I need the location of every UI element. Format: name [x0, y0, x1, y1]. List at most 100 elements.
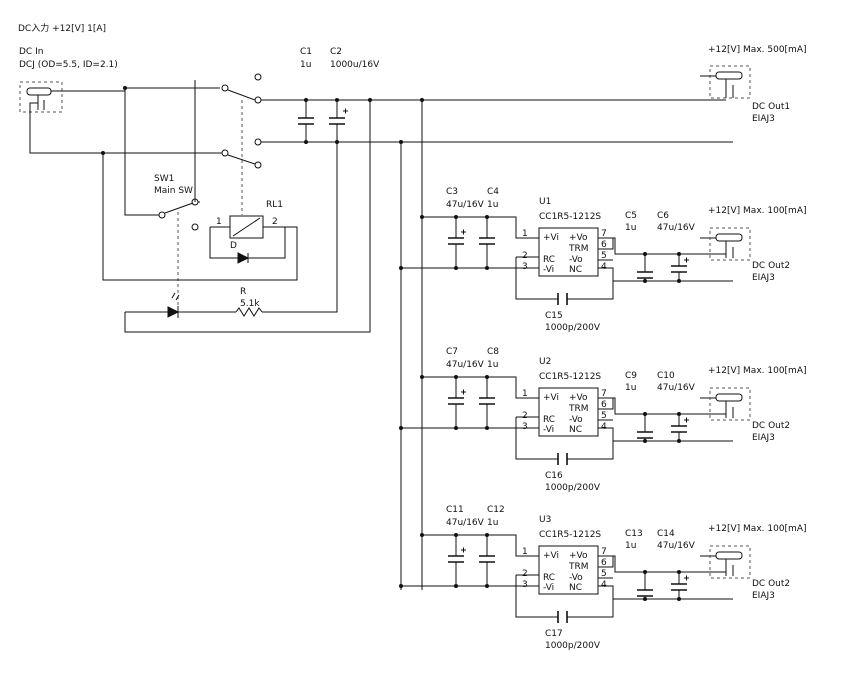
- cout-elec-val: 47u/16V: [657, 223, 696, 233]
- cout-cer-ref: C9: [625, 371, 637, 381]
- cin-elec-val: 47u/16V: [446, 518, 485, 528]
- dc-out1-spec: +12[V] Max. 500[mA]: [708, 45, 807, 55]
- relay-pin1: 1: [216, 217, 222, 227]
- cy-val: 1000p/200V: [545, 641, 601, 651]
- cy-ref: C16: [545, 471, 563, 481]
- out-name: DC Out2: [752, 261, 790, 271]
- pin-name-trm: TRM: [568, 404, 589, 414]
- out-spec: +12[V] Max. 100[mA]: [708, 366, 807, 376]
- power-switch: [101, 73, 700, 215]
- pin-num-5: 5: [601, 411, 607, 421]
- module-ref: U3: [539, 515, 551, 525]
- relay-pin2: 2: [272, 217, 278, 227]
- pin-num-1: 1: [522, 229, 528, 239]
- pin-num-7: 7: [601, 229, 607, 239]
- module-ref: U1: [539, 197, 551, 207]
- module-ref: U2: [539, 357, 551, 367]
- pin-num-1: 1: [522, 547, 528, 557]
- cin-elec-ref: C3: [446, 187, 458, 197]
- pin-num-7: 7: [601, 547, 607, 557]
- dc-out1: +12[V] Max. 500[mA] DC Out1 EIAJ3: [700, 45, 807, 143]
- pin-name-nc: NC: [569, 425, 582, 435]
- dc-out1-type: EIAJ3: [752, 114, 775, 124]
- pin-num-3: 3: [522, 422, 528, 432]
- led-and-resistor: R 5.1k: [124, 100, 371, 333]
- cout-elec-val: 47u/16V: [657, 541, 696, 551]
- pin-name-plus-vo: +Vo: [569, 393, 588, 403]
- cout-cer-ref: C13: [625, 529, 643, 539]
- pin-name-minus-vo: -Vo: [569, 415, 583, 425]
- cy-val: 1000p/200V: [545, 483, 601, 493]
- sw1-ref: SW1: [154, 174, 174, 184]
- cout-elec-ref: C10: [657, 371, 675, 381]
- module-body: [538, 545, 599, 595]
- pin-num-2: 2: [522, 569, 528, 579]
- module-part: CC1R5-1212S: [539, 530, 601, 540]
- pin-name-plus-vo: +Vo: [569, 551, 588, 561]
- pin-name-rc: RC: [543, 415, 555, 425]
- cin-cer-val: 1u: [487, 200, 498, 210]
- cout-cer-val: 1u: [625, 541, 636, 551]
- cy-ref: C17: [545, 629, 563, 639]
- pin-num-6: 6: [601, 400, 607, 410]
- c2-ref: C2: [330, 47, 342, 57]
- cout-elec-ref: C6: [657, 211, 669, 221]
- pin-name-minus-vi: -Vi: [543, 583, 554, 593]
- resistor-value: 5.1k: [240, 299, 260, 309]
- dc-out1-name: DC Out1: [752, 102, 790, 112]
- out-spec: +12[V] Max. 100[mA]: [708, 524, 807, 534]
- module-part: CC1R5-1212S: [539, 372, 601, 382]
- c1-val: 1u: [300, 60, 311, 70]
- out-name: DC Out2: [752, 579, 790, 589]
- cy-val: 1000p/200V: [545, 323, 601, 333]
- pin-num-6: 6: [601, 558, 607, 568]
- pin-name-plus-vi: +Vi: [543, 233, 559, 243]
- pin-num-5: 5: [601, 251, 607, 261]
- module-body: [538, 387, 599, 437]
- pin-num-6: 6: [601, 240, 607, 250]
- pin-name-nc: NC: [569, 265, 582, 275]
- input-capacitors: C1 1u C2 1000u/16V: [298, 47, 380, 144]
- cin-elec-ref: C7: [446, 347, 458, 357]
- pin-name-trm: TRM: [568, 562, 589, 572]
- pin-num-4: 4: [601, 262, 607, 272]
- dc-in-spec: DCJ (OD=5.5, ID=2.1): [19, 60, 118, 70]
- pin-name-nc: NC: [569, 583, 582, 593]
- out-type: EIAJ3: [752, 433, 775, 443]
- cout-elec-ref: C14: [657, 529, 675, 539]
- cin-cer-ref: C8: [487, 347, 499, 357]
- relay-diode-label: D: [230, 241, 237, 251]
- sw1-name: Main SW: [154, 186, 193, 196]
- cin-elec-val: 47u/16V: [446, 360, 485, 370]
- pin-num-7: 7: [601, 389, 607, 399]
- cout-cer-val: 1u: [625, 223, 636, 233]
- dc-in-jack: DC In DCJ (OD=5.5, ID=2.1): [19, 47, 125, 154]
- c2-val: 1000u/16V: [330, 60, 380, 70]
- pin-num-2: 2: [522, 411, 528, 421]
- cout-cer-val: 1u: [625, 383, 636, 393]
- pin-name-minus-vi: -Vi: [543, 425, 554, 435]
- pin-num-2: 2: [522, 251, 528, 261]
- cin-cer-ref: C12: [487, 505, 505, 515]
- resistor-ref: R: [240, 287, 246, 297]
- out-type: EIAJ3: [752, 273, 775, 283]
- pin-num-3: 3: [522, 262, 528, 272]
- dc-in-label: DC In: [19, 47, 43, 57]
- pin-name-plus-vo: +Vo: [569, 233, 588, 243]
- pin-name-rc: RC: [543, 255, 555, 265]
- pin-name-trm: TRM: [568, 244, 589, 254]
- pin-name-plus-vi: +Vi: [543, 551, 559, 561]
- cout-cer-ref: C5: [625, 211, 637, 221]
- cin-elec-val: 47u/16V: [446, 200, 485, 210]
- relay-rl1: RL1 1 2 D: [102, 80, 298, 281]
- pin-name-minus-vo: -Vo: [569, 255, 583, 265]
- c1-ref: C1: [300, 47, 312, 57]
- pin-num-4: 4: [601, 422, 607, 432]
- out-type: EIAJ3: [752, 591, 775, 601]
- cin-cer-val: 1u: [487, 518, 498, 528]
- pin-name-minus-vi: -Vi: [543, 265, 554, 275]
- pin-name-rc: RC: [543, 573, 555, 583]
